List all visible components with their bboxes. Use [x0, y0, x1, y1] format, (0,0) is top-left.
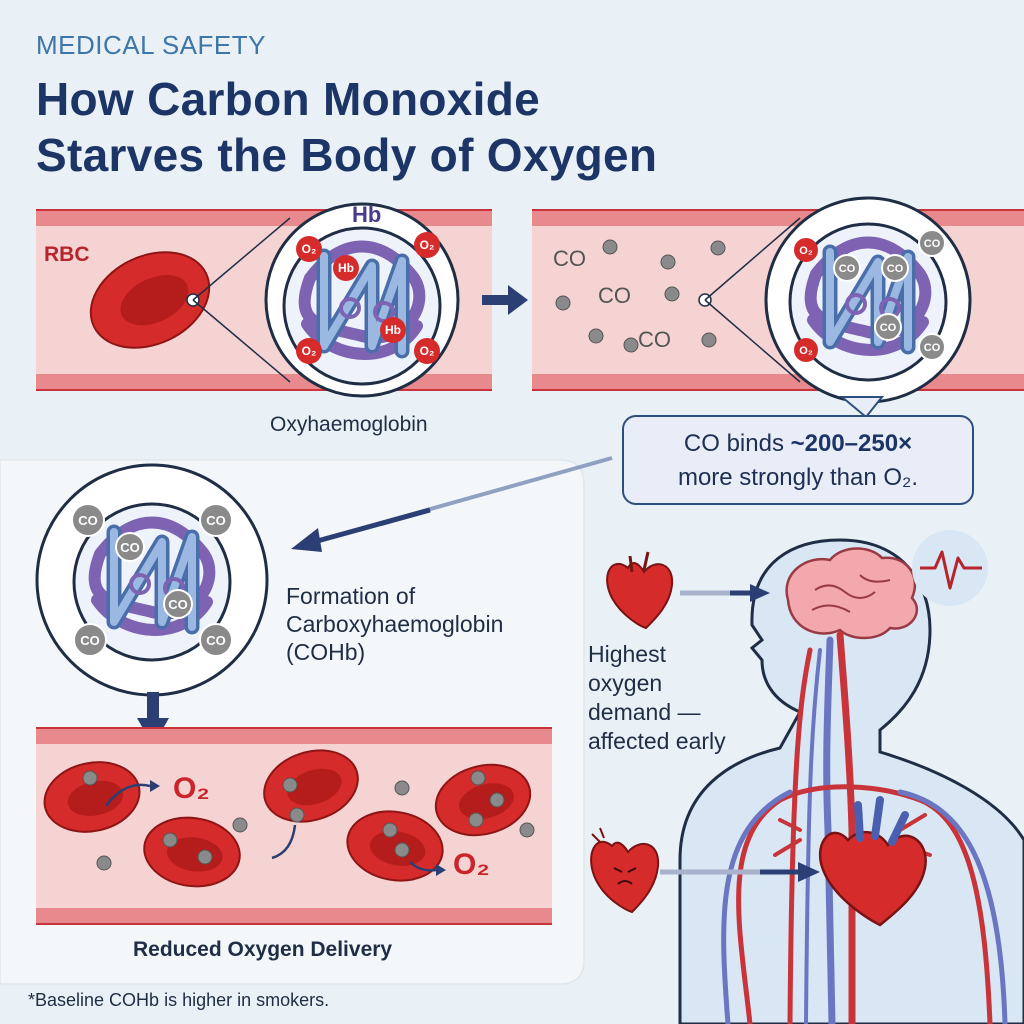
distressed-heart-icon — [590, 827, 660, 914]
red-blood-cell — [89, 251, 211, 349]
carboxyhaemoglobin-magnifier — [35, 463, 269, 697]
o2-badge: O₂ — [420, 344, 435, 358]
hb-small-label: Hb — [385, 323, 401, 337]
arrow-to-heart-icon — [660, 862, 820, 882]
oxyhaemoglobin-caption: Oxyhaemoglobin — [270, 413, 428, 436]
competing-binding-magnifier — [764, 196, 972, 404]
page-title-line1: How Carbon Monoxide — [36, 73, 541, 125]
formation-line3: (COHb) — [286, 639, 366, 665]
co-floating-label: CO — [598, 283, 631, 308]
formation-line1: Formation of — [286, 583, 416, 609]
note-line2: oxygen — [588, 670, 663, 696]
o2-released-label: O₂ — [173, 772, 210, 805]
footnote: *Baseline COHb is higher in smokers. — [28, 990, 330, 1010]
rbc-label: RBC — [44, 243, 90, 266]
oxygen-demand-note: Highest oxygen demand — affected early — [588, 640, 726, 756]
blood-vessels — [721, 631, 1008, 1024]
formation-line2: Carboxyhaemoglobin — [286, 611, 504, 637]
o2-badge: O₂ — [799, 345, 813, 357]
binding-affinity-callout: CO binds ~200–250× more strongly than O₂… — [622, 415, 974, 505]
co-badge: CO — [887, 263, 904, 275]
page-title-line2: Starves the Body of Oxygen — [36, 129, 658, 181]
co-badge: CO — [78, 513, 98, 528]
arrow-right-icon — [482, 285, 528, 315]
co-badge: CO — [839, 263, 856, 275]
co-badge: CO — [924, 238, 941, 250]
note-line4: affected early — [588, 728, 726, 754]
co-badge: CO — [80, 633, 100, 648]
co-badge: CO — [206, 513, 226, 528]
co-badge: CO — [168, 597, 188, 612]
callout-prefix: CO binds — [683, 430, 791, 457]
o2-badge: O₂ — [799, 245, 813, 257]
heart-icon — [818, 796, 927, 927]
co-badge: CO — [924, 342, 941, 354]
formation-caption: Formation of Carboxyhaemoglobin (COHb) — [286, 582, 503, 666]
reduced-delivery-caption: Reduced Oxygen Delivery — [133, 938, 393, 961]
oxyhaemoglobin-magnifier — [264, 202, 460, 398]
arrow-to-brain-icon — [680, 584, 770, 602]
co-floating-label: CO — [553, 246, 586, 271]
co-molecules-bottom — [82, 770, 535, 871]
co-floating-label: CO — [638, 327, 671, 352]
o2-released-label: O₂ — [453, 848, 490, 881]
co-molecules — [555, 239, 726, 353]
section-kicker: MEDICAL SAFETY — [36, 30, 266, 60]
note-line3: demand — — [588, 699, 701, 725]
hb-small-label: Hb — [338, 261, 354, 275]
note-line1: Highest — [588, 641, 666, 667]
brain-icon — [785, 547, 919, 640]
hb-label: Hb — [352, 202, 381, 227]
callout-line2: more strongly than O₂. — [677, 464, 919, 491]
o2-badge: O₂ — [420, 238, 435, 252]
o2-badge: O₂ — [302, 344, 317, 358]
co-badge: CO — [206, 633, 226, 648]
o2-badge: O₂ — [302, 242, 317, 256]
heart-brain-demand-icon — [606, 551, 674, 630]
callout-emphasis: ~200–250× — [790, 430, 913, 457]
ecg-pulse-icon — [912, 530, 988, 606]
arrow-diagonal-icon — [291, 456, 613, 552]
co-badge: CO — [880, 322, 897, 334]
oxygen-release-arrows — [104, 783, 437, 872]
callout-line1: CO binds ~200–250× — [624, 427, 972, 461]
co-badge: CO — [120, 540, 140, 555]
